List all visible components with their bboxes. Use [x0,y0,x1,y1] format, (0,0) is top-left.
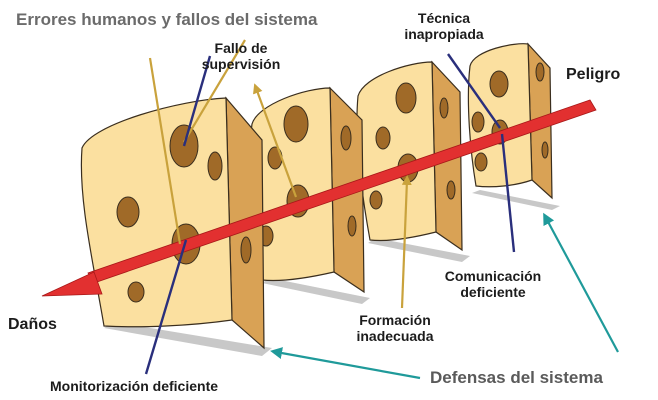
slice-hole [474,152,488,172]
slice-hole [535,62,545,82]
diagram-title: Errores humanos y fallos del sistema [16,10,318,29]
label-line: supervisión [201,56,281,73]
slice-hole [369,190,383,210]
slice-hole [375,126,391,150]
pointer-fallo-supervision [253,83,298,198]
label-peligro: Peligro [566,66,621,83]
pointer-lines [144,39,619,380]
label-comunicacion-deficiente: Comunicación deficiente [424,268,562,300]
pointer-formacion-inadecuada [400,175,412,309]
slice-hole [395,82,417,114]
slice-hole [340,125,352,151]
label-formacion-inadecuada: Formación inadecuada [336,312,454,344]
label-line: Formación [359,312,431,328]
slice-face [356,61,437,242]
slice-hole [347,215,357,237]
label-line: deficiente [460,284,526,301]
slice-shadow [368,238,470,262]
slice-shadow [262,278,370,304]
pointer-errores-2 [183,39,246,143]
slice-hole [240,236,252,264]
label-defensas-del-sistema: Defensas del sistema [430,368,603,387]
slice-hole [489,70,509,98]
slice-hole [283,105,309,143]
slice-hole [446,180,456,200]
label-line: inadecuada [356,328,434,345]
slice-hole [127,281,145,303]
slice-hole [439,97,449,119]
pointer-fallo-navy [182,55,212,147]
pointer-tecnica-inapropiada [447,53,501,129]
label-line: inapropiada [404,26,484,43]
pointer-monitorizacion [144,239,188,375]
slice-face [80,97,233,328]
slice-hole [116,196,140,228]
label-monitorizacion-deficiente: Monitorización deficiente [50,378,219,394]
label-fallo-supervision: Fallo de supervisión [186,40,296,72]
hazard-arrow-head [41,271,103,297]
slice-hole [541,141,549,159]
slice-hole [471,111,485,133]
slice-face [467,43,533,188]
pointer-defensas-1 [270,347,421,380]
label-line: Técnica [417,10,471,26]
slice-shadow [472,190,560,210]
label-line: Fallo de [214,40,268,56]
label-line: Comunicación [444,268,542,284]
pointer-defensas-2 [543,212,619,353]
label-tecnica-inapropiada: Técnica inapropiada [384,10,504,42]
hazard-arrow [41,99,597,297]
slice-shadow [104,322,272,356]
slice-hole [207,151,223,181]
pointer-comunicacion [500,133,516,253]
label-danos: Daños [8,316,57,333]
pointer-errores-1 [148,57,182,245]
